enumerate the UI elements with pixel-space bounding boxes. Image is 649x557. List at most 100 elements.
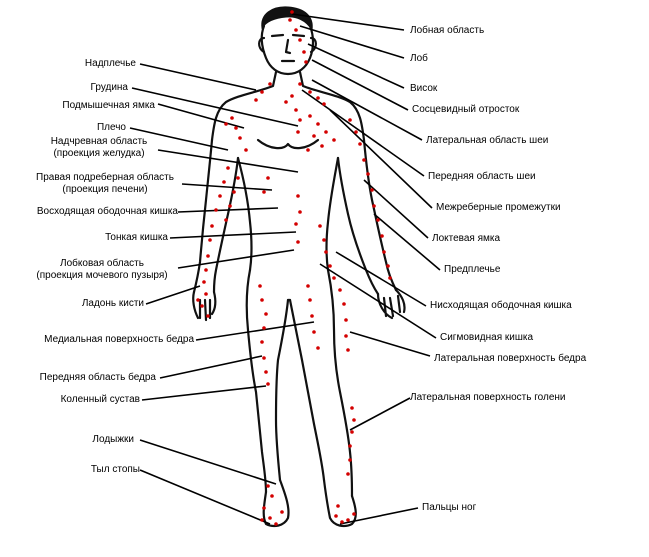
acupoint-dot <box>226 166 230 170</box>
acupoint-dot <box>308 90 312 94</box>
acupoint-dot <box>244 148 248 152</box>
acupoint-dot <box>290 10 294 14</box>
acupoint-dot <box>206 314 210 318</box>
acupoint-dot <box>260 90 264 94</box>
leader-small-intestine <box>169 231 297 239</box>
acupoint-dot <box>294 28 298 32</box>
leader-intercostal <box>329 109 433 209</box>
acupoint-dot <box>336 504 340 508</box>
head-outline <box>260 24 315 76</box>
acupoint-dot <box>202 280 206 284</box>
leader-lines <box>129 13 441 525</box>
torso-outline <box>210 70 366 142</box>
leader-forehead <box>299 25 405 59</box>
acupoint-dot <box>210 224 214 228</box>
acupoint-dot <box>224 122 228 126</box>
leader-medial-thigh <box>195 321 315 341</box>
label-anterior-thigh: Передняя область бедра <box>39 372 156 383</box>
label-pubic: Лобковая область (проекция мочевого пузы… <box>28 258 176 282</box>
leader-hypochondrium <box>181 183 273 191</box>
acupoint-dot <box>334 514 338 518</box>
acupoint-dot <box>296 130 300 134</box>
acupoint-dot <box>318 224 322 228</box>
acupoint-dot <box>268 82 272 86</box>
acupoint-dot <box>316 346 320 350</box>
acupoint-dot <box>306 284 310 288</box>
acupoint-dot <box>280 510 284 514</box>
acupoint-dot <box>380 234 384 238</box>
acupoint-dot <box>310 314 314 318</box>
acupoint-dot <box>196 298 200 302</box>
label-toes: Пальцы ног <box>422 502 477 513</box>
acupoint-dot <box>266 176 270 180</box>
leader-temple <box>307 43 405 89</box>
acupoint-dot <box>350 406 354 410</box>
label-lateral-shin: Латеральная поверхность голени <box>410 392 566 403</box>
body-outline <box>192 6 406 528</box>
acupoint-dot <box>266 484 270 488</box>
acupoint-dot <box>260 518 264 522</box>
torso-side-right <box>325 156 340 272</box>
acupoint-dot <box>366 172 370 176</box>
acupoint-dot <box>204 268 208 272</box>
ear-right <box>309 36 317 54</box>
acupoint-dot <box>200 304 204 308</box>
leader-forearm <box>373 213 441 271</box>
chest-line <box>256 138 320 150</box>
acupoint-dot <box>348 118 352 122</box>
acupoint-dot <box>332 138 336 142</box>
label-ascending-colon: Восходящая ободочная кишка <box>36 206 178 217</box>
acupoint-dot <box>264 312 268 316</box>
acupoint-dot <box>308 114 312 118</box>
leg-left <box>245 268 290 494</box>
leader-sternum <box>131 87 299 127</box>
acupoint-dot <box>236 176 240 180</box>
label-cubital-fossa: Локтевая ямка <box>432 233 501 244</box>
acupoint-dot <box>214 208 218 212</box>
acupoint-dot <box>296 240 300 244</box>
label-ankles: Лодыжки <box>92 434 134 445</box>
acupoint-dot <box>344 318 348 322</box>
nose <box>284 38 292 55</box>
acupoint-dot <box>218 194 222 198</box>
acupoint-dot <box>260 298 264 302</box>
leader-dorsum-foot <box>139 469 271 525</box>
label-forearm: Предплечье <box>444 264 501 275</box>
acupoint-dot <box>264 370 268 374</box>
leader-pubic <box>177 249 295 269</box>
leader-cubital-fossa <box>363 179 429 239</box>
acupoint-dot <box>262 190 266 194</box>
acupoint-dot <box>224 218 228 222</box>
leader-ascending-colon <box>177 207 279 213</box>
label-temple: Висок <box>410 83 438 94</box>
leader-axilla <box>157 103 245 129</box>
acupoint-dot <box>274 522 278 526</box>
acupoint-dot <box>284 100 288 104</box>
acupoint-dot <box>346 472 350 476</box>
acupoint-dot <box>304 60 308 64</box>
arm-left <box>192 138 240 294</box>
label-sternum: Грудина <box>90 82 128 93</box>
leader-descending-colon <box>335 251 427 307</box>
leader-toes <box>339 507 419 525</box>
hair <box>261 6 313 32</box>
leader-shoulder-girdle <box>139 63 257 91</box>
acupoint-dot <box>340 520 344 524</box>
acupoint-dot <box>234 126 238 130</box>
label-palm: Ладонь кисти <box>81 298 144 309</box>
label-anterior-neck: Передняя область шеи <box>428 171 536 182</box>
acupoint-dot <box>324 250 328 254</box>
label-lateral-neck: Латеральная область шеи <box>426 135 549 146</box>
label-dorsum-foot: Тыл стопы <box>90 464 140 475</box>
label-medial-thigh: Медиальная поверхность бедра <box>44 334 194 345</box>
ear-left <box>258 36 266 54</box>
acupoint-dot <box>294 222 298 226</box>
acupoint-dot <box>298 210 302 214</box>
leader-lateral-thigh <box>349 331 431 357</box>
label-shoulder-girdle: Надплечье <box>84 58 136 69</box>
acupoint-dot <box>348 458 352 462</box>
torso-side-left <box>236 156 253 272</box>
label-shoulder: Плечо <box>96 122 126 133</box>
